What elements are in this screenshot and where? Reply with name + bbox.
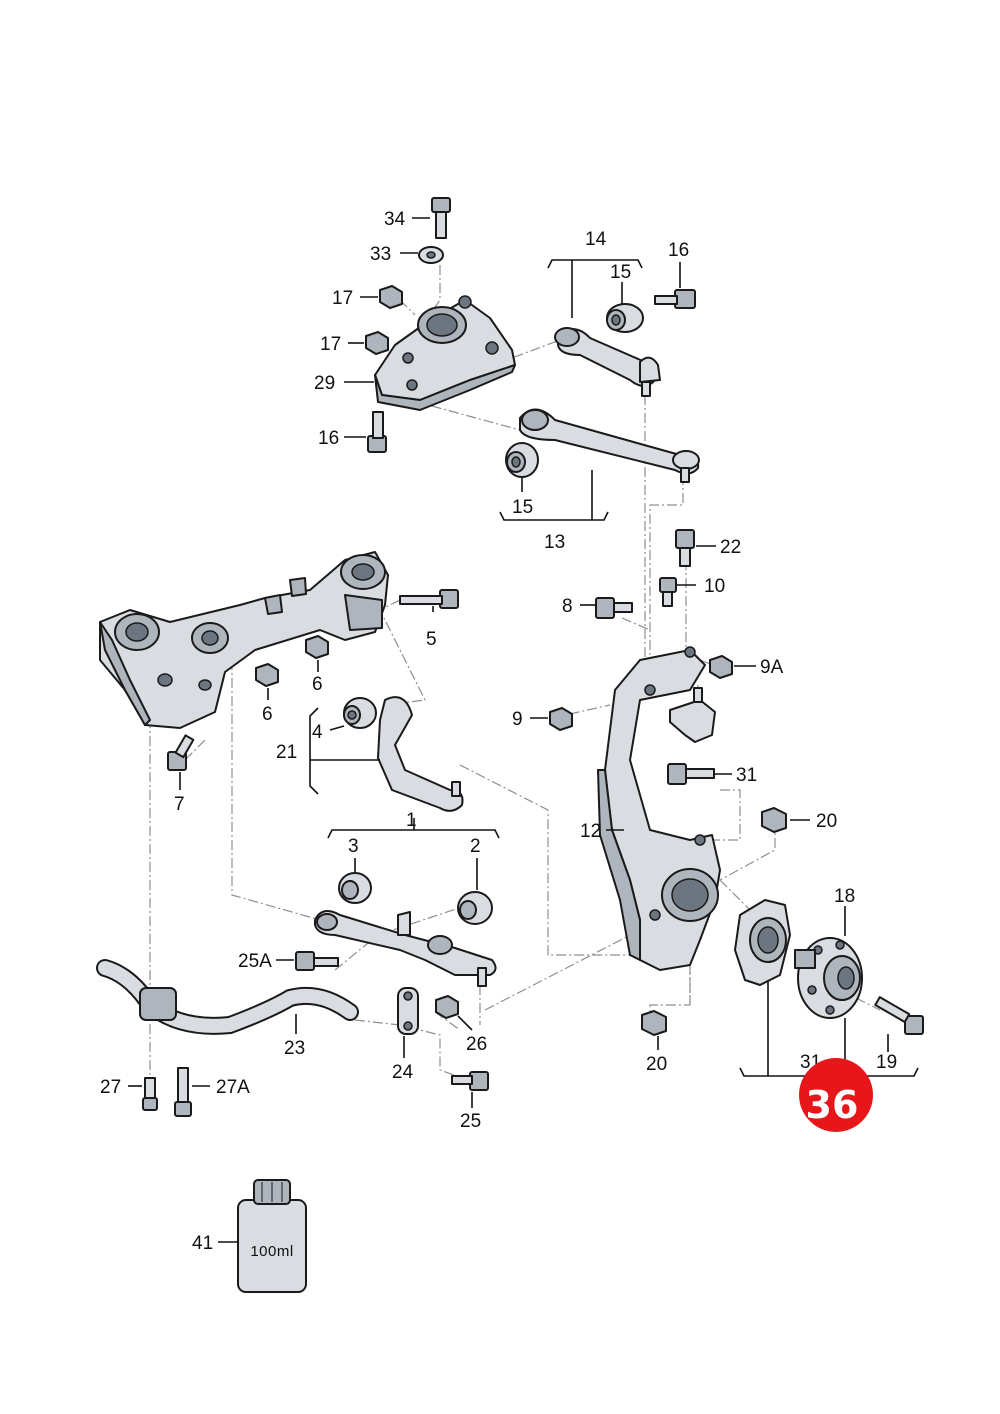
label-1: 1: [406, 810, 417, 831]
coupling-link: [397, 987, 419, 1035]
label-2: 2: [470, 836, 481, 857]
bushing-15-upper: [606, 303, 644, 333]
bottle-volume-label: 100ml: [250, 1243, 293, 1260]
label-12: 12: [580, 821, 601, 842]
label-7: 7: [174, 794, 185, 815]
bushing-3: [338, 872, 372, 904]
label-15b: 15: [512, 497, 533, 518]
label-29: 29: [314, 373, 335, 394]
bushing-15-lower: [505, 442, 539, 478]
wheel-bearing: [734, 899, 791, 986]
label-16b: 16: [668, 240, 689, 261]
grease-bottle: 100ml: [237, 1179, 307, 1293]
control-arm-21: [343, 696, 464, 812]
label-31a: 31: [736, 765, 757, 786]
subframe: [99, 551, 389, 729]
page-number-badge: 36: [799, 1058, 873, 1132]
stabilizer-bar: [96, 959, 359, 1035]
page-number: 36: [806, 1083, 859, 1127]
label-23: 23: [284, 1038, 305, 1059]
label-21: 21: [276, 742, 297, 763]
label-26: 26: [466, 1034, 487, 1055]
label-6b: 6: [262, 704, 273, 725]
label-13: 13: [544, 532, 565, 553]
ball-joint: [669, 687, 716, 743]
label-33: 33: [370, 244, 391, 265]
label-19: 19: [876, 1052, 897, 1073]
label-34: 34: [384, 209, 406, 230]
label-27: 27: [100, 1077, 121, 1098]
label-17a: 17: [332, 288, 353, 309]
label-17b: 17: [320, 334, 341, 355]
label-9a: 9A: [760, 657, 784, 678]
label-27a: 27A: [216, 1077, 250, 1098]
label-14: 14: [585, 229, 607, 250]
label-25: 25: [460, 1111, 481, 1132]
label-5: 5: [426, 629, 437, 650]
label-10: 10: [704, 576, 725, 597]
label-20b: 20: [646, 1054, 667, 1075]
wheel-hub: [794, 937, 863, 1019]
label-16a: 16: [318, 428, 339, 449]
label-4: 4: [312, 722, 323, 743]
label-20a: 20: [816, 811, 837, 832]
steering-knuckle: [597, 646, 721, 971]
callout-labels: 34 33 17 17 29 16 14 15 16 15 13 22 10 8…: [100, 209, 897, 1254]
bushing-2: [457, 891, 493, 925]
leader-lines: [128, 217, 889, 1243]
label-18: 18: [834, 886, 855, 907]
label-24: 24: [392, 1062, 414, 1083]
label-6a: 6: [312, 674, 323, 695]
label-8: 8: [562, 596, 573, 617]
label-3: 3: [348, 836, 359, 857]
label-41: 41: [192, 1233, 213, 1254]
strut-mount-bracket: [374, 295, 516, 411]
label-15a: 15: [610, 262, 631, 283]
lower-arm: [314, 910, 497, 987]
upper-arm-14: [554, 327, 661, 397]
label-25a: 25A: [238, 951, 272, 972]
upper-arm-13: [519, 408, 700, 483]
fasteners: [142, 197, 924, 1117]
label-9: 9: [512, 709, 523, 730]
label-22: 22: [720, 537, 741, 558]
